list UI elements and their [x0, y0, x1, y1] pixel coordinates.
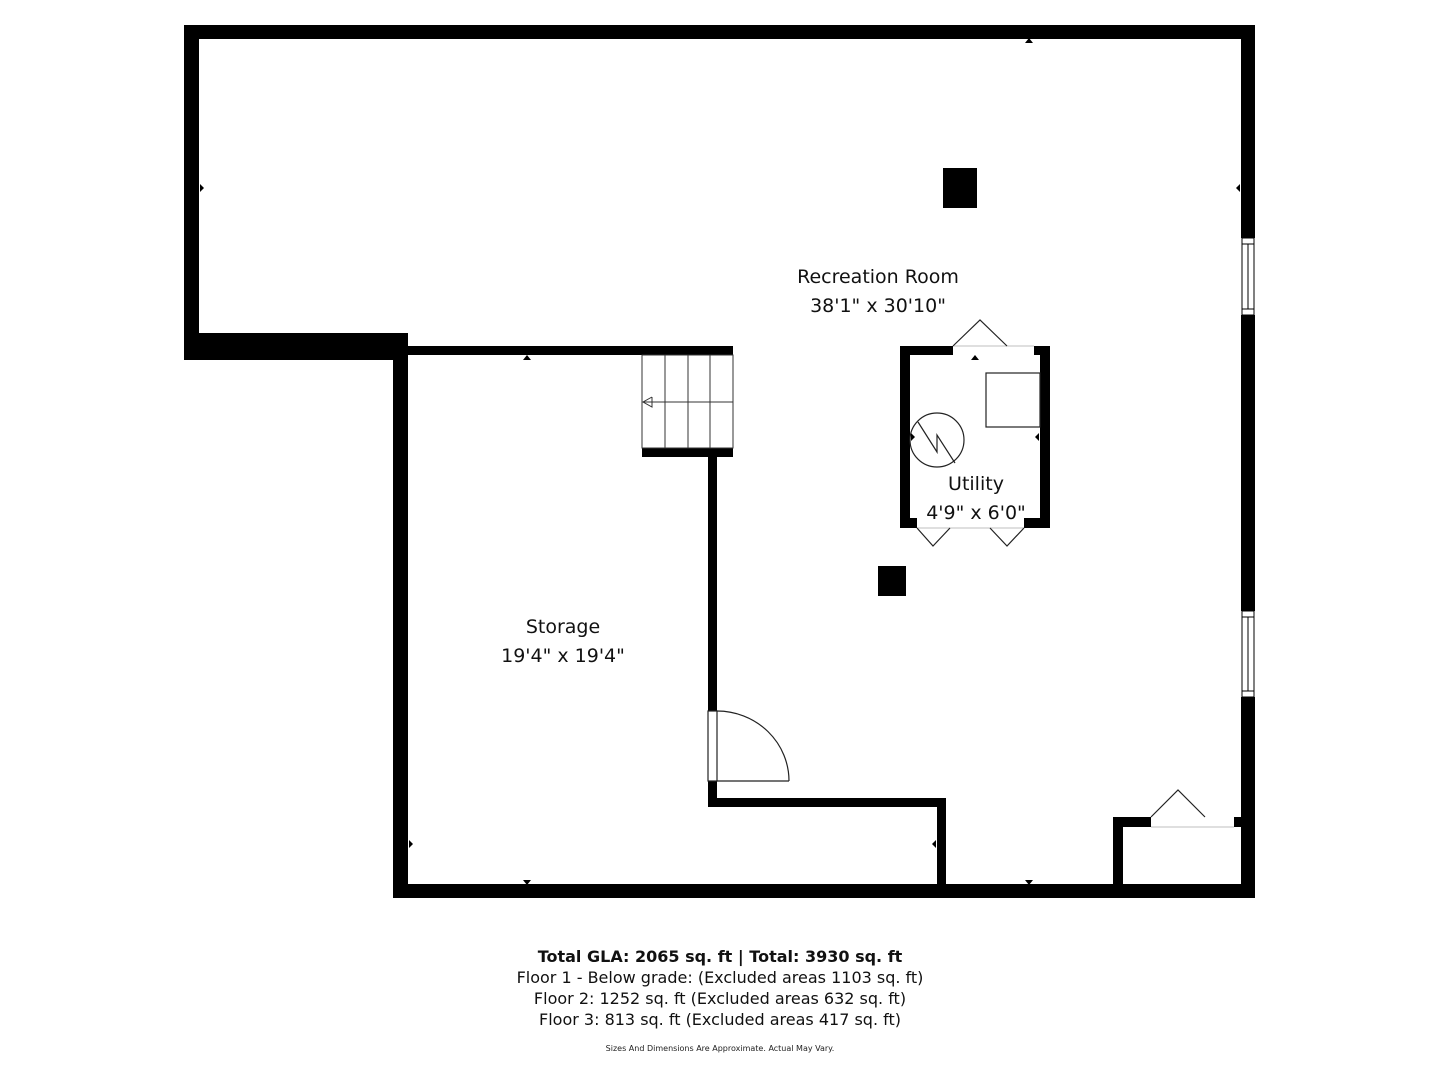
room-name: Recreation Room	[797, 266, 959, 288]
utility-doors	[916, 319, 1034, 547]
room-label-utility: Utility 4'9" x 6'0"	[916, 470, 1036, 528]
room-label-recreation: Recreation Room 38'1" x 30'10"	[778, 263, 978, 321]
window-icon	[1241, 610, 1255, 698]
column-icon	[878, 566, 906, 596]
room-dimensions: 4'9" x 6'0"	[926, 502, 1026, 524]
floor-2-area: Floor 2: 1252 sq. ft (Excluded areas 632…	[533, 989, 907, 1008]
room-label-storage: Storage 19'4" x 19'4"	[483, 613, 643, 671]
window-icon	[1241, 237, 1255, 316]
room-name: Utility	[948, 473, 1004, 495]
room-name: Storage	[525, 616, 601, 638]
total-area: Total GLA: 2065 sq. ft | Total: 3930 sq.…	[537, 947, 903, 966]
door-swing-icon	[707, 710, 790, 782]
dimension-markers	[200, 38, 1240, 885]
room-dimensions: 19'4" x 19'4"	[501, 645, 625, 667]
disclaimer: Sizes And Dimensions Are Approximate. Ac…	[605, 1044, 835, 1053]
floor-1-area: Floor 1 - Below grade: (Excluded areas 1…	[516, 968, 924, 987]
appliance-icon	[985, 372, 1041, 428]
room-dimensions: 38'1" x 30'10"	[810, 295, 946, 317]
water-heater-icon	[909, 412, 965, 468]
column-icon	[943, 168, 977, 208]
storage-walls	[408, 346, 946, 898]
floor-3-area: Floor 3: 813 sq. ft (Excluded areas 417 …	[539, 1010, 901, 1029]
outer-walls	[184, 25, 1255, 898]
closet-door	[1150, 789, 1234, 828]
utility-walls	[900, 346, 1050, 528]
area-summary: Total GLA: 2065 sq. ft | Total: 3930 sq.…	[0, 946, 1440, 1053]
closet-walls	[1113, 817, 1241, 898]
stairs-icon	[641, 354, 734, 449]
